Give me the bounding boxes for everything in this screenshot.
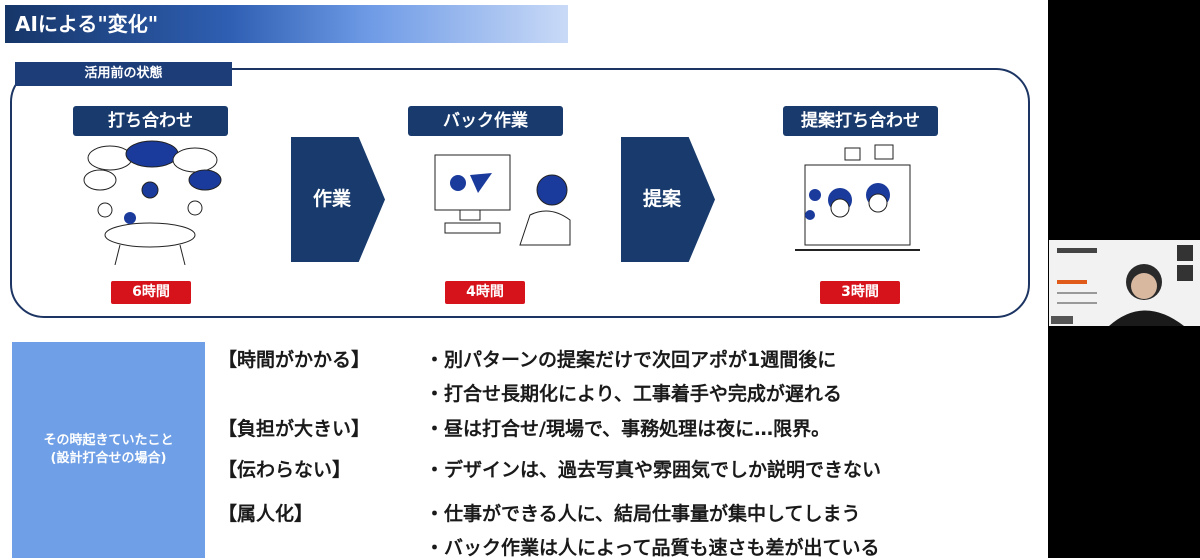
- issue-bullet: ・昼は打合せ/現場で、事務処理は夜に…限界。: [425, 418, 831, 440]
- context-line-1: その時起きていたこと: [43, 433, 174, 448]
- presentation-slide: AIによる"変化" 活用前の状態 打ち合わせ バック作業 提案打ち合わせ 作業 …: [5, 5, 1030, 559]
- section-label: 活用前の状態: [15, 62, 232, 86]
- time-badge-backoffice: 4時間: [445, 281, 525, 304]
- context-line-2: (設計打合せの場合): [50, 451, 167, 466]
- issue-bullet: ・デザインは、過去写真や雰囲気でしか説明できない: [425, 459, 882, 481]
- meeting-illustration: [83, 140, 222, 265]
- participant-video-feed: [1051, 245, 1193, 326]
- issue-label-individual: 【属人化】: [218, 503, 314, 525]
- step-meeting-title: 打ち合わせ: [73, 106, 228, 136]
- online-proposal-illustration: [795, 144, 920, 251]
- slide-title: AIによる"変化": [5, 5, 568, 43]
- issue-bullet: ・バック作業は人によって品質も速さも差が出ている: [425, 537, 880, 559]
- step-proposal-title: 提案打ち合わせ: [783, 106, 938, 136]
- issue-label-communication: 【伝わらない】: [218, 459, 352, 481]
- time-badge-meeting: 6時間: [111, 281, 191, 304]
- participant-video-tile[interactable]: [1049, 240, 1200, 326]
- issue-bullet: ・仕事ができる人に、結局仕事量が集中してしまう: [425, 503, 861, 525]
- issue-label-time: 【時間がかかる】: [218, 349, 371, 371]
- context-box: その時起きていたこと (設計打合せの場合): [12, 342, 205, 558]
- step-backoffice-title: バック作業: [408, 106, 563, 136]
- issue-bullet: ・打合せ長期化により、工事着手や完成が遅れる: [425, 383, 842, 405]
- issue-label-burden: 【負担が大きい】: [218, 418, 371, 440]
- before-state-frame: [10, 68, 1030, 318]
- issue-bullet: ・別パターンの提案だけで次回アポが1週間後に: [425, 349, 837, 371]
- time-badge-proposal: 3時間: [820, 281, 900, 304]
- desk-work-illustration: [434, 154, 571, 246]
